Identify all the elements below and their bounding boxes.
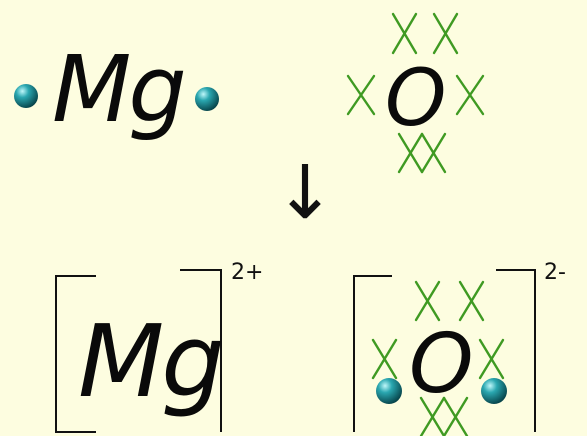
mg-ion-bracket-right bbox=[180, 269, 222, 432]
electron-cross bbox=[414, 280, 441, 322]
oxygen-electron-crosses bbox=[346, 12, 485, 174]
reaction-arrow: ↓ bbox=[274, 150, 337, 236]
oxide-ion-bracket-left bbox=[353, 275, 392, 432]
oxygen-atom-symbol: O bbox=[385, 54, 447, 144]
electron-cross bbox=[432, 12, 459, 55]
oxide-transferred-dot-left bbox=[376, 378, 402, 404]
oxide-electron-crosses bbox=[371, 280, 505, 436]
mg-electron-dot-left bbox=[14, 84, 38, 108]
electron-cross bbox=[478, 338, 505, 380]
oxide-ion-symbol: O bbox=[409, 317, 474, 412]
electron-cross bbox=[397, 132, 424, 174]
mg-atom-symbol: Mg bbox=[52, 36, 187, 143]
oxide-ion-charge: 2- bbox=[544, 260, 566, 285]
electron-cross bbox=[371, 338, 398, 380]
electron-cross bbox=[455, 74, 485, 116]
electron-cross bbox=[442, 396, 469, 436]
electron-cross bbox=[346, 74, 376, 116]
mg-electron-dot-right bbox=[195, 87, 219, 111]
mg-ion-bracket-left bbox=[55, 275, 96, 433]
electron-cross bbox=[458, 280, 485, 322]
electron-cross bbox=[419, 396, 446, 436]
oxide-ion-bracket-right bbox=[496, 269, 536, 432]
electron-cross bbox=[420, 132, 447, 174]
mg-ion-symbol: Mg bbox=[78, 303, 225, 420]
oxide-transferred-dot-right bbox=[481, 378, 507, 404]
electron-cross bbox=[391, 12, 418, 55]
mg-ion-charge: 2+ bbox=[231, 260, 264, 285]
